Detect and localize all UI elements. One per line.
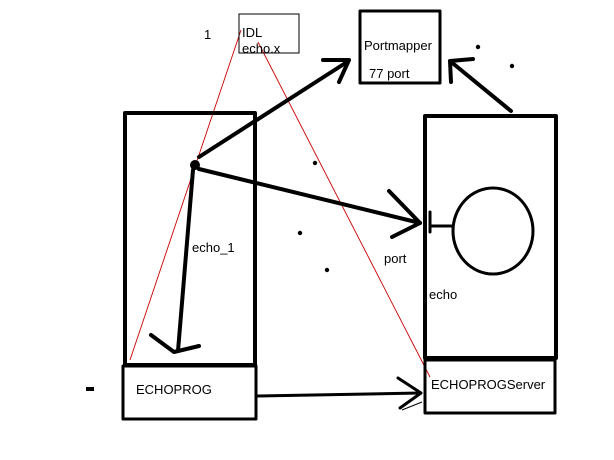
portmapper-box [358,9,442,85]
echo-1-label: echo_1 [192,240,235,255]
arrow-server-to-portmapper [448,59,513,113]
echo-service-circle [451,186,535,276]
server-box [423,114,558,360]
stray-dot [324,267,330,273]
idl-title-label: IDL [242,25,262,40]
arrow-extra-stroke [401,401,423,411]
number-marker-label: 1 [204,27,211,42]
arrow-to-server-port [197,167,422,225]
client-box [123,111,257,367]
stray-dot [509,63,515,69]
portmapper-port-label: 77 port [369,66,410,81]
arrow-to-echoprog [176,168,195,353]
echo-label: echo [429,287,457,302]
idl-file-label: echo.x [242,41,281,56]
echoprog-server-label: ECHOPROGServer [431,377,546,392]
arrow-to-server-port-head [387,189,422,239]
red-line-idl-to-server [257,41,431,378]
port-label: port [384,251,407,266]
portmapper-label: Portmapper [364,38,433,53]
stray-dot [312,160,318,166]
arrow-to-portmapper-head [321,58,351,84]
client-node [190,160,200,170]
arrow-server-to-portmapper-head [448,57,475,84]
stray-dot [297,230,303,236]
idl-box [238,13,300,54]
arrow-to-portmapper [197,60,349,159]
arrow-to-echoprog-head [149,333,201,354]
arrow-echoprog-to-server-head [396,376,423,410]
red-line-idl-to-echoprog [129,29,242,361]
echoprog-box [121,364,258,421]
stray-dot [475,44,481,50]
arrow-echoprog-to-server [256,391,422,398]
echoprog-server-box [423,358,557,415]
stray-dash [86,387,94,391]
echoprog-label: ECHOPROG [136,382,212,397]
